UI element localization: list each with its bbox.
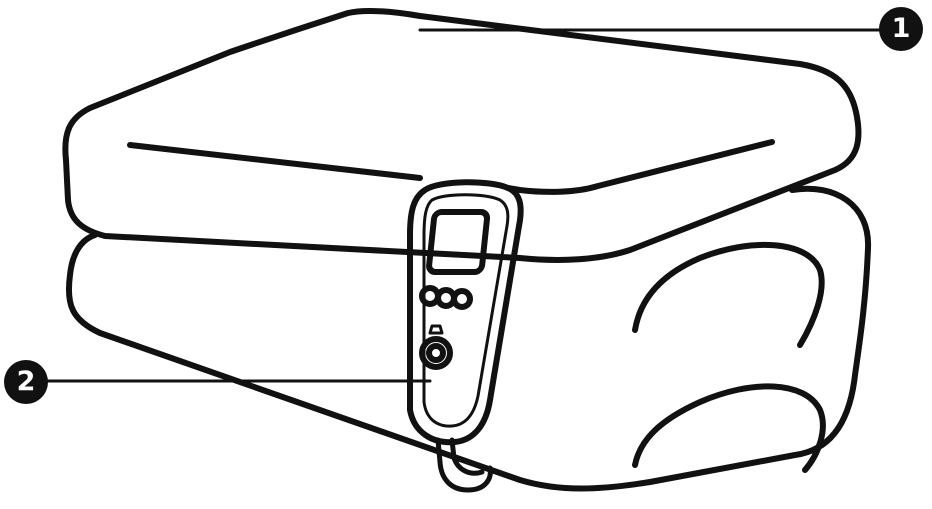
blanket-top-layer [65,11,858,260]
callout-badge-2: 2 [4,360,48,404]
controller-display [428,212,487,272]
controller-handset [410,182,521,442]
controller-button-right[interactable] [454,291,470,307]
controller-dial-indicator-icon [430,326,442,333]
controller-dial-inner[interactable] [429,346,443,360]
callout-badge-1: 1 [879,7,923,51]
blanket-lower-layer [69,189,868,489]
